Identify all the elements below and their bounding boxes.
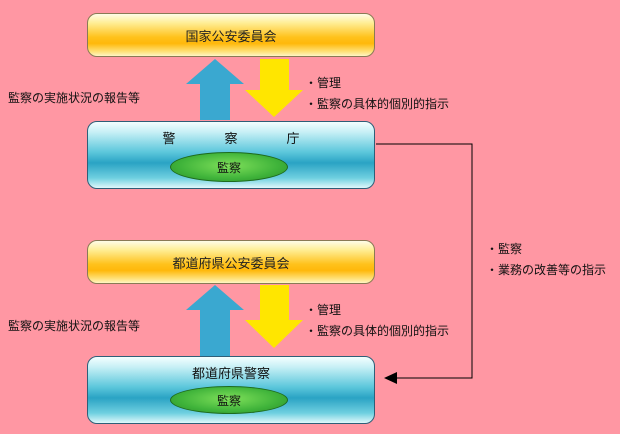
management-label-lower-2: ・監察の具体的個別的指示 — [305, 324, 450, 338]
national-commission-box: 国家公安委員会 — [87, 13, 375, 57]
prefectural-police-label: 都道府県警察 — [191, 367, 270, 382]
npa-to-prefecture-connector — [376, 143, 473, 379]
upper-instruction-arrow — [245, 59, 303, 117]
management-label-lower-1: ・管理 — [305, 303, 342, 317]
lower-instruction-arrow — [245, 285, 303, 348]
report-label-lower: 監察の実施状況の報告等 — [8, 319, 141, 333]
connector-arrowhead — [384, 372, 397, 384]
npa-audit-ellipse: 監察 — [170, 152, 288, 182]
npa-label: 警 察 庁 — [162, 132, 318, 147]
prefectural-audit-label: 監察 — [216, 393, 241, 408]
side-label-2: ・業務の改善等の指示 — [486, 263, 607, 277]
upper-report-arrow — [186, 59, 244, 120]
prefectural-commission-label: 都道府県公安委員会 — [172, 256, 290, 272]
prefectural-audit-ellipse: 監察 — [170, 386, 288, 414]
prefectural-commission-box: 都道府県公安委員会 — [87, 240, 375, 284]
npa-audit-label: 監察 — [216, 160, 241, 175]
national-commission-label: 国家公安委員会 — [185, 29, 277, 45]
management-label-upper-2: ・監察の具体的個別的指示 — [305, 97, 450, 111]
lower-report-arrow — [186, 285, 244, 356]
side-label-1: ・監察 — [486, 242, 523, 256]
report-label-upper: 監察の実施状況の報告等 — [8, 91, 141, 105]
management-label-upper-1: ・管理 — [305, 76, 342, 90]
